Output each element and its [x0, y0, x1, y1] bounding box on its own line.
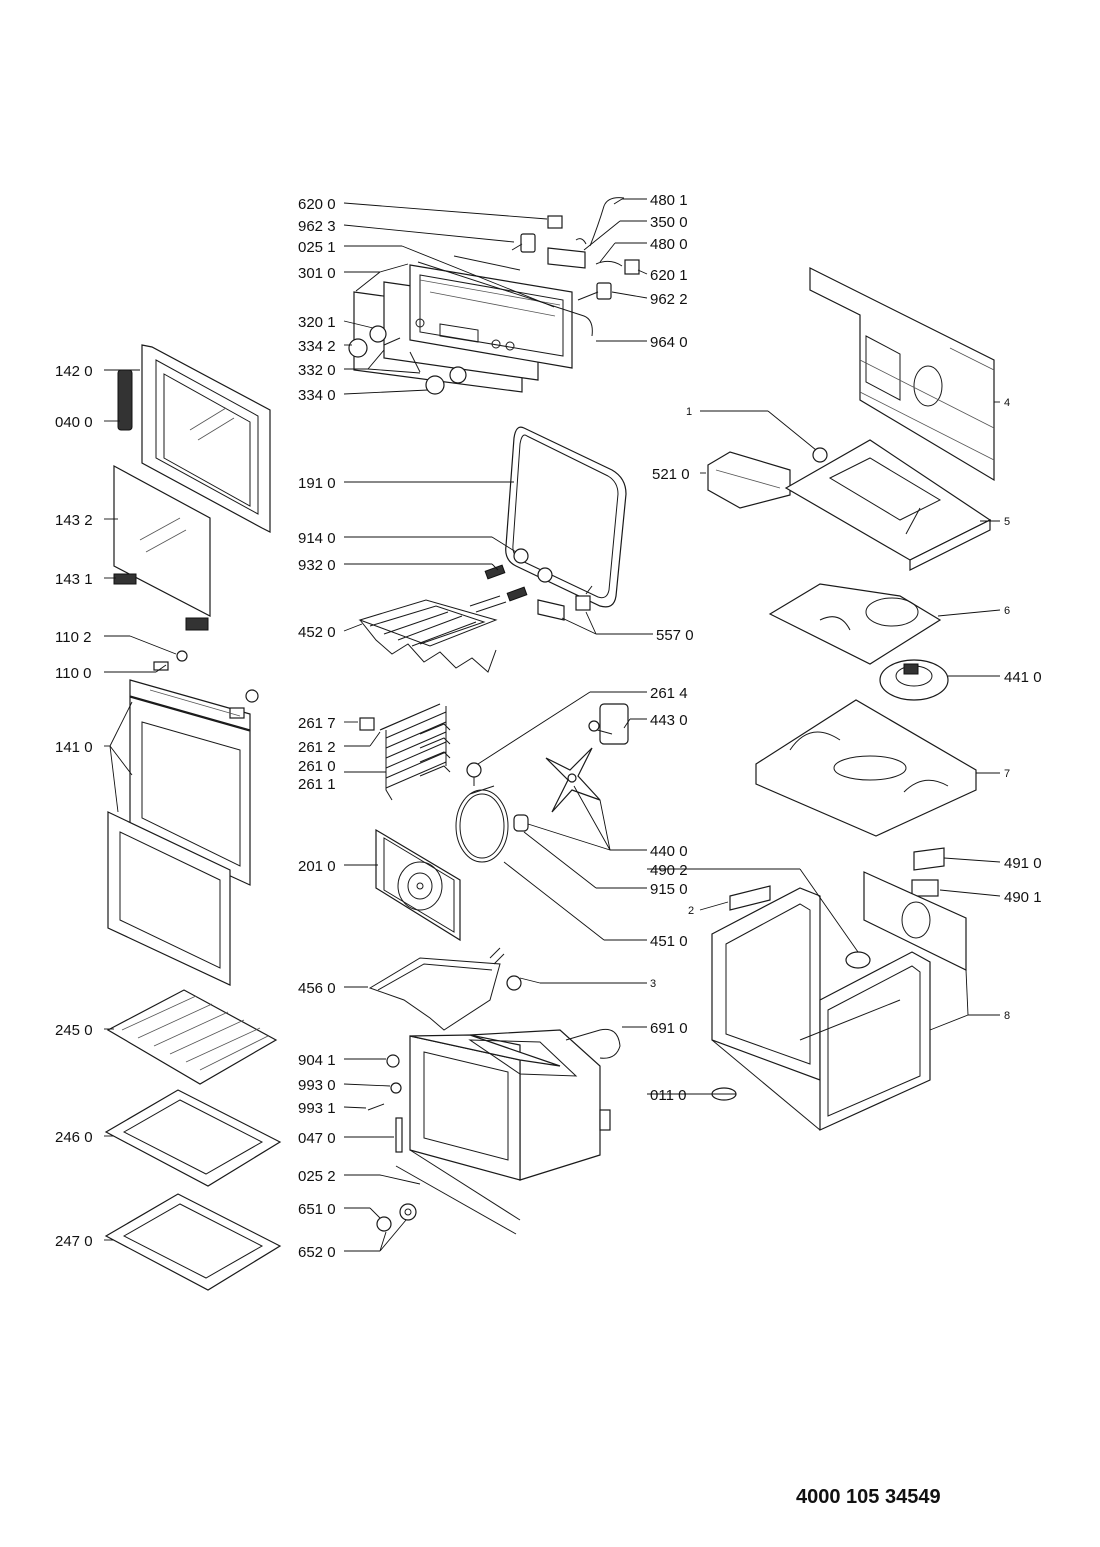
part-label: 914 0 [298, 530, 336, 547]
baking-tray-part [104, 1089, 282, 1187]
part-label: 245 0 [55, 1022, 93, 1039]
door-seal-part [505, 426, 627, 608]
part-label: 332 0 [298, 362, 336, 379]
part-label: 962 3 [298, 218, 336, 235]
back-panel-part [809, 267, 995, 482]
electronic-board-part [707, 451, 791, 509]
leader-lines [104, 198, 1001, 1252]
part-label: 201 0 [298, 858, 336, 875]
part-label: 915 0 [650, 881, 688, 898]
part-label: 142 0 [55, 363, 93, 380]
part-label: 3 [650, 978, 656, 990]
part-label: 301 0 [298, 265, 336, 282]
part-label: 247 0 [55, 1233, 93, 1250]
control-knob-part [348, 325, 467, 395]
inner-glass-part [113, 464, 211, 631]
part-label: 651 0 [298, 1201, 336, 1218]
part-label: 441 0 [1004, 669, 1042, 686]
drip-pan-part [104, 1193, 282, 1291]
part-label: 261 2 [298, 739, 336, 756]
part-label: 490 2 [650, 862, 688, 879]
small-fasteners-part [367, 975, 621, 1232]
fan-motor-part [466, 703, 629, 813]
part-label: 110 0 [55, 665, 91, 682]
part-label: 334 2 [298, 338, 336, 355]
part-label: 691 0 [650, 1020, 688, 1037]
part-label: 246 0 [55, 1129, 93, 1146]
part-label: 261 4 [650, 685, 688, 702]
outer-casing-part [711, 887, 931, 1131]
part-label: 451 0 [650, 933, 688, 950]
terminal-block-part [729, 847, 945, 969]
part-label: 993 0 [298, 1077, 336, 1094]
part-label: 480 1 [650, 192, 688, 209]
part-label: 011 0 [650, 1087, 686, 1104]
part-label: 4 [1004, 397, 1010, 409]
part-label: 025 2 [298, 1168, 336, 1185]
part-label: 443 0 [650, 712, 688, 729]
part-label: 491 0 [1004, 855, 1042, 872]
part-label: 456 0 [298, 980, 336, 997]
part-label: 191 0 [298, 475, 336, 492]
part-label: 025 1 [298, 239, 336, 256]
fan-cover-part [375, 828, 461, 942]
part-label: 143 1 [55, 571, 93, 588]
fittings-part [484, 548, 593, 621]
part-label: 261 1 [298, 776, 336, 793]
part-label: 904 1 [298, 1052, 336, 1069]
part-label: 2 [688, 905, 694, 917]
grommet-part [812, 447, 828, 463]
part-label: 993 1 [298, 1100, 336, 1117]
part-label: 521 0 [652, 466, 690, 483]
part-label: 964 0 [650, 334, 688, 351]
part-label: 261 7 [298, 715, 336, 732]
part-label: 490 1 [1004, 889, 1042, 906]
part-labels: 620 0 962 3 025 1 301 0 320 1 334 2 332 … [55, 192, 1042, 1261]
part-label: 652 0 [298, 1244, 336, 1261]
door-assembly-part [107, 696, 251, 986]
part-label: 261 0 [298, 758, 336, 775]
shelf-rails-part [359, 703, 451, 801]
part-label: 1 [686, 406, 692, 418]
part-label: 962 2 [650, 291, 688, 308]
part-label: 350 0 [650, 214, 688, 231]
document-number: 4000 105 34549 [796, 1486, 941, 1508]
part-label: 620 1 [650, 267, 688, 284]
door-rail-part [129, 661, 259, 731]
part-label: 334 0 [298, 387, 336, 404]
part-label: 620 0 [298, 196, 336, 213]
part-label: 110 2 [55, 629, 91, 646]
timer-module-part [417, 197, 640, 337]
part-label: 557 0 [656, 627, 694, 644]
top-plate-part [784, 439, 992, 571]
part-label: 143 2 [55, 512, 93, 529]
part-label: 320 1 [298, 314, 336, 331]
cooling-fan-part [879, 659, 949, 701]
part-label: 440 0 [650, 843, 688, 860]
circular-heating-element-part [455, 785, 529, 863]
bottom-heating-element-part [368, 947, 505, 1031]
wire-shelf-part [106, 989, 278, 1085]
part-label: 040 0 [55, 414, 93, 431]
part-label: 141 0 [55, 739, 93, 756]
part-label: 6 [1004, 605, 1010, 617]
part-label: 480 0 [650, 236, 688, 253]
part-label: 452 0 [298, 624, 336, 641]
bottom-plate-part [755, 699, 977, 837]
part-label: 7 [1004, 768, 1010, 780]
part-label: 932 0 [298, 557, 336, 574]
bumper-part [176, 650, 188, 662]
cooling-duct-part [768, 583, 942, 665]
part-label: 047 0 [298, 1130, 336, 1147]
part-drawings [104, 197, 995, 1291]
part-label: 5 [1004, 516, 1010, 528]
top-heating-element-part [358, 595, 507, 673]
oven-cavity-part [395, 1029, 611, 1235]
part-label: 8 [1004, 1010, 1010, 1022]
